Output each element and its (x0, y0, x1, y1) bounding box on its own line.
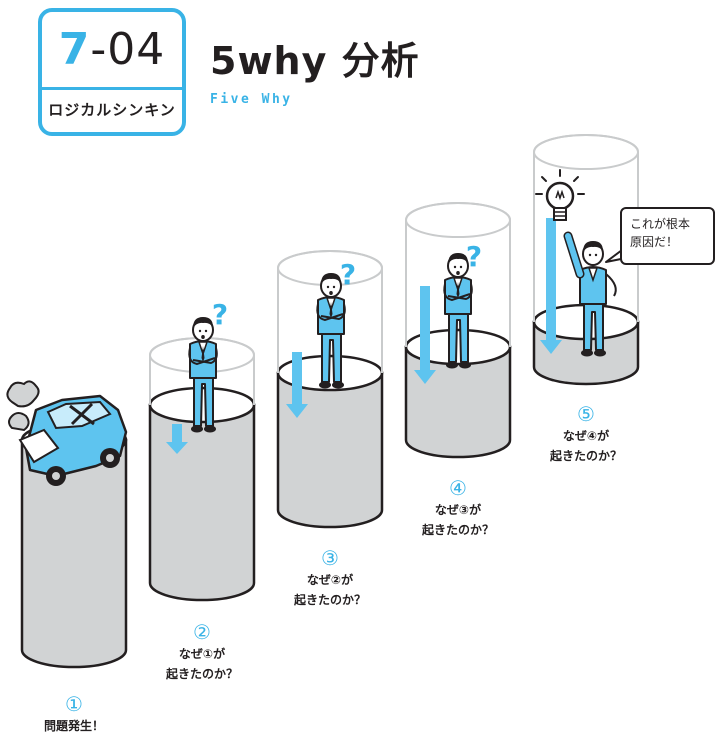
speech-bubble: これが根本 原因だ！ (620, 207, 715, 265)
section-badge: 7-04 ロジカルシンキング (38, 8, 186, 136)
page-title: 5why 分析 (210, 39, 420, 83)
step-text: なぜ③が (434, 503, 482, 517)
step-3-label: ③ なぜ②が 起きたのか？ (260, 546, 400, 610)
section-category: ロジカルシンキング (42, 87, 182, 132)
question-mark-icon (211, 298, 229, 331)
person-figure (563, 231, 617, 357)
step-number: ⑤ (577, 402, 595, 426)
light-bulb-icon (535, 169, 585, 221)
step-text: なぜ②が (306, 573, 354, 587)
step-text: 起きたのか？ (549, 449, 622, 463)
step-4-label: ④ なぜ③が 起きたのか？ (388, 476, 528, 540)
question-mark-icon (339, 258, 357, 291)
section-number: 7-04 (58, 24, 166, 75)
step-5-label: ⑤ なぜ④が 起きたのか？ (516, 402, 656, 466)
down-arrow-icon (286, 352, 308, 418)
step-text: なぜ④が (562, 429, 610, 443)
step-number: ④ (449, 476, 467, 500)
step-text: 問題発生！ (43, 719, 104, 733)
speech-bubble-line: これが根本 (630, 217, 691, 231)
down-arrow-icon (414, 286, 436, 384)
step-text: 起きたのか？ (421, 523, 494, 537)
down-arrow-icon (540, 218, 562, 354)
step-number: ① (65, 692, 83, 716)
question-mark-icon (465, 240, 483, 273)
step-number: ② (193, 620, 211, 644)
speech-bubble-line: 原因だ！ (630, 235, 679, 249)
step-text: 起きたのか？ (165, 667, 238, 681)
step-text: なぜ①が (178, 647, 226, 661)
broken-car-icon (6, 380, 128, 486)
step-text: 起きたのか？ (293, 593, 366, 607)
step-1-label: ① 問題発生！ (4, 692, 144, 736)
step-2-label: ② なぜ①が 起きたのか？ (132, 620, 272, 684)
page-subtitle: Five Why (210, 92, 293, 107)
down-arrow-icon (166, 424, 188, 454)
step-number: ③ (321, 546, 339, 570)
